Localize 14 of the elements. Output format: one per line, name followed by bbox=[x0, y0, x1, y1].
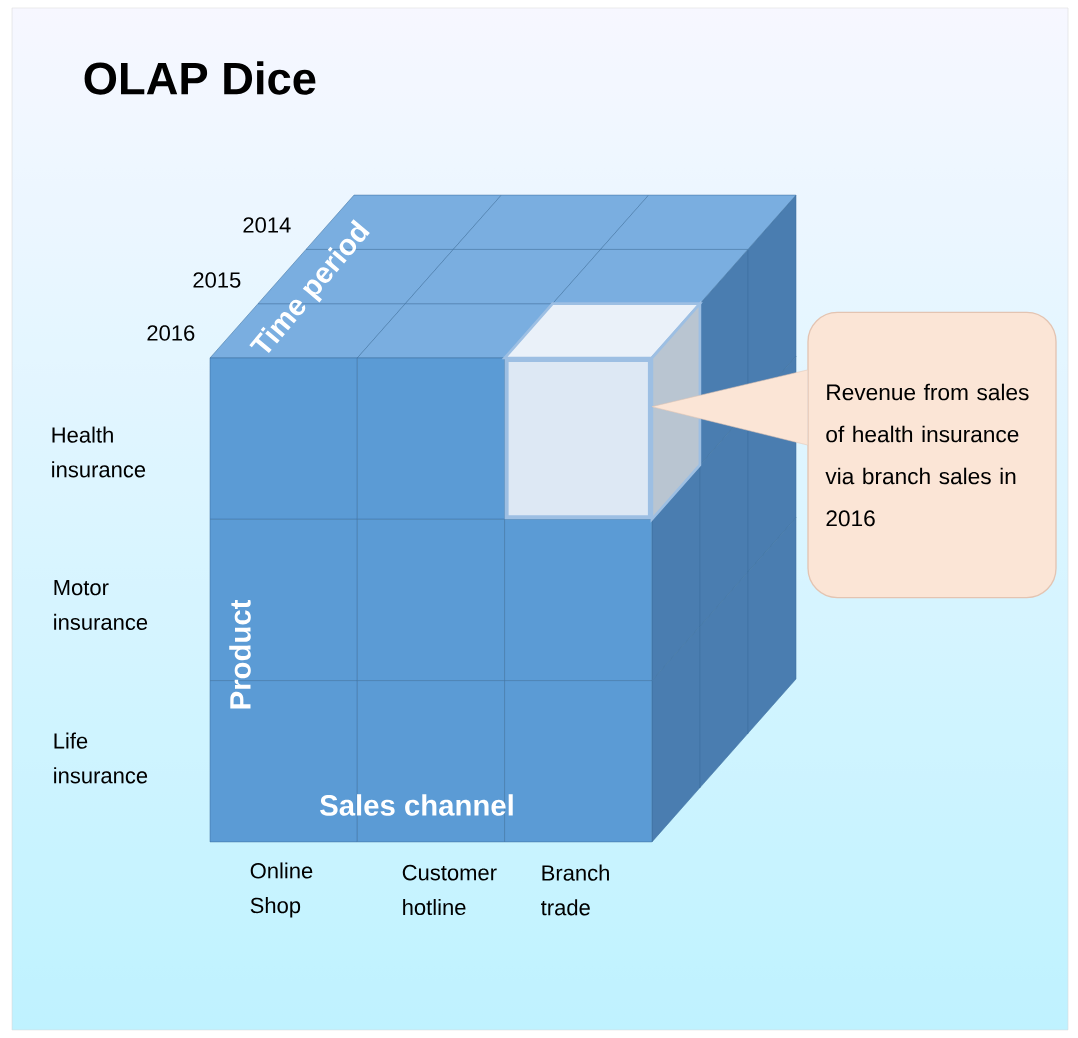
category-label: Online Shop bbox=[250, 862, 313, 918]
axis-label: Sales channel bbox=[320, 794, 513, 816]
callout-pointer bbox=[651, 369, 808, 446]
year-label: 2016 bbox=[147, 325, 195, 341]
category-label: Life insurance bbox=[54, 732, 148, 784]
year-label: 2015 bbox=[193, 272, 241, 288]
axis-label: Product bbox=[229, 599, 251, 709]
title: OLAP Dice bbox=[84, 61, 316, 95]
category-label: Health insurance bbox=[52, 426, 146, 478]
category-label: Customer hotline bbox=[402, 864, 497, 916]
callout-box: Revenue from sales of health insurance via branch sales in 2016 bbox=[807, 311, 1057, 599]
category-label: Branch trade bbox=[541, 864, 609, 916]
category-label: Motor insurance bbox=[54, 580, 148, 630]
year-label: 2014 bbox=[243, 217, 291, 233]
